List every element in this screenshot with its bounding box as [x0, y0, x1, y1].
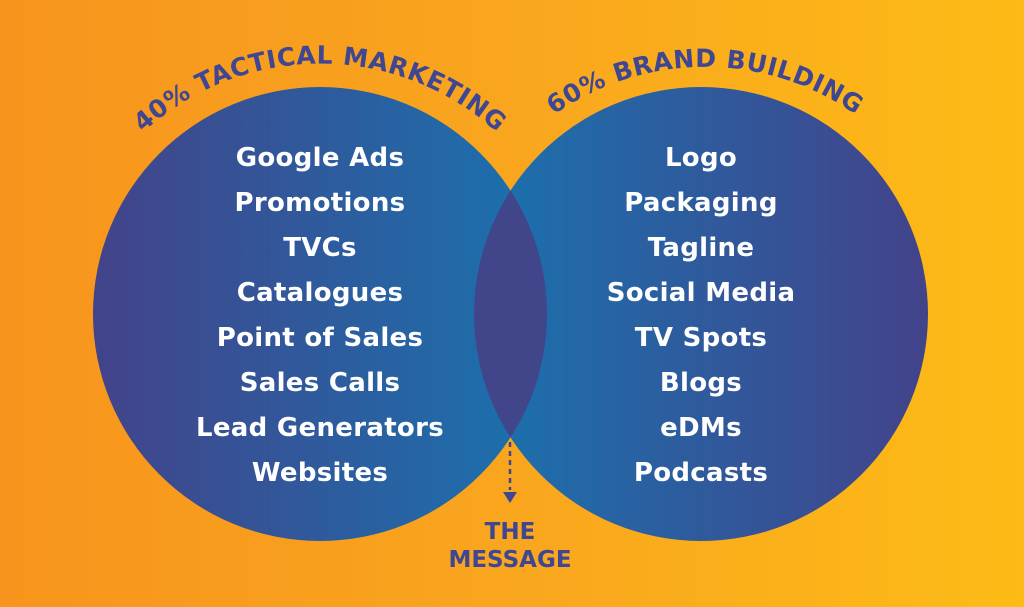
list-item: Point of Sales	[216, 323, 424, 353]
tactical-marketing-list: Google Ads Promotions TVCs Catalogues Po…	[170, 136, 470, 496]
list-item: Logo	[664, 143, 738, 173]
list-item: Promotions	[234, 188, 406, 218]
arrow-down-icon	[503, 442, 517, 503]
list-item: Websites	[251, 458, 389, 488]
overlap-label: THE MESSAGE	[430, 518, 590, 574]
list-item: Packaging	[624, 188, 778, 218]
overlap-label-line1: THE	[484, 519, 536, 545]
list-item: Social Media	[606, 278, 796, 308]
list-item: Lead Generators	[196, 413, 444, 443]
list-item: eDMs	[660, 413, 742, 443]
left-circle	[93, 87, 547, 541]
list-item: Google Ads	[235, 143, 405, 173]
list-item: Sales Calls	[239, 368, 401, 398]
list-item: TVCs	[283, 233, 357, 263]
list-item: Podcasts	[633, 458, 769, 488]
list-item: Blogs	[659, 368, 743, 398]
list-item: Tagline	[647, 233, 755, 263]
right-circle	[474, 87, 928, 541]
brand-building-list: Logo Packaging Tagline Social Media TV S…	[551, 136, 851, 496]
list-item: Catalogues	[236, 278, 404, 308]
list-item: TV Spots	[634, 323, 768, 353]
overlap-label-line2: MESSAGE	[448, 547, 572, 573]
